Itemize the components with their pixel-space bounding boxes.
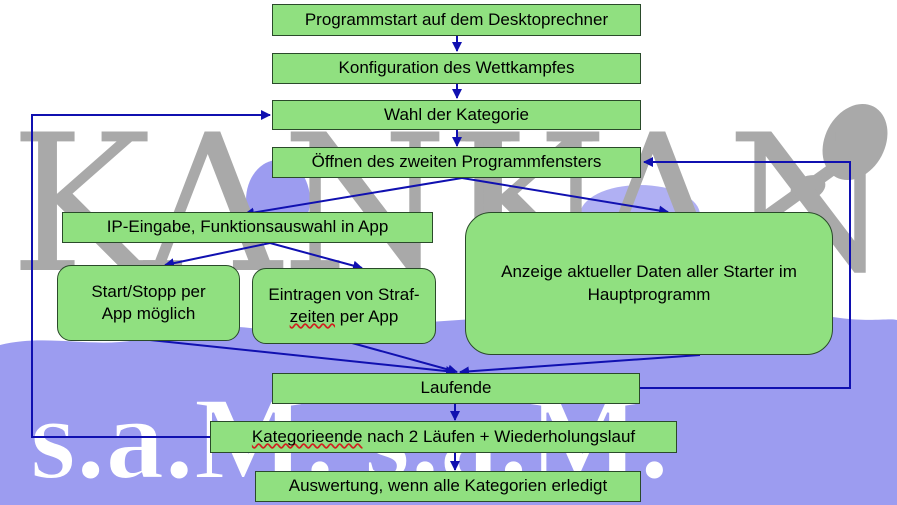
node-configuration-label: Konfiguration des Wettkampfes — [338, 58, 575, 78]
node-second-window-label: Öffnen des zweiten Programmfensters — [311, 152, 602, 172]
node-evaluation-label: Auswertung, wenn alle Kategorien erledig… — [288, 476, 608, 496]
node-category-choice-label: Wahl der Kategorie — [384, 104, 529, 124]
node-second-window[interactable]: Öffnen des zweiten Programmfensters — [272, 147, 641, 178]
node-program-start-label: Programmstart auf dem Desktoprechner — [304, 9, 609, 29]
node-penalty-entry[interactable]: Eintragen von Straf- zeiten per App — [252, 268, 436, 344]
node-evaluation[interactable]: Auswertung, wenn alle Kategorien erledig… — [255, 471, 641, 502]
node-penalty-entry-squiggle: zeiten — [289, 307, 336, 326]
node-penalty-entry-suffix: per App — [335, 307, 399, 326]
node-run-end[interactable]: Laufende — [272, 373, 640, 404]
node-penalty-entry-prefix: Eintragen von Straf- — [268, 284, 420, 304]
node-live-display-label: Anzeige aktueller Daten aller Starter im… — [501, 262, 797, 304]
node-configuration[interactable]: Konfiguration des Wettkampfes — [272, 53, 641, 84]
node-run-end-label: Laufende — [420, 378, 492, 398]
node-category-end-suffix: nach 2 Läufen + Wiederholungslauf — [362, 426, 636, 446]
node-category-choice[interactable]: Wahl der Kategorie — [272, 100, 641, 130]
node-start-stop-label: Start/Stopp per App möglich — [91, 281, 206, 323]
node-category-end[interactable]: Kategorieende nach 2 Läufen + Wiederholu… — [210, 421, 677, 453]
node-category-end-squiggle: Kategorieende — [251, 426, 363, 446]
node-penalty-entry-label: Eintragen von Straf- zeiten per App — [268, 284, 419, 328]
node-start-stop[interactable]: Start/Stopp per App möglich — [57, 265, 240, 341]
node-ip-input[interactable]: IP-Eingabe, Funktionsauswahl in App — [62, 212, 433, 243]
node-ip-input-label: IP-Eingabe, Funktionsauswahl in App — [106, 217, 389, 237]
node-program-start[interactable]: Programmstart auf dem Desktoprechner — [272, 4, 641, 36]
node-category-end-label: Kategorieende nach 2 Läufen + Wiederholu… — [252, 426, 635, 448]
node-live-display[interactable]: Anzeige aktueller Daten aller Starter im… — [465, 212, 833, 355]
